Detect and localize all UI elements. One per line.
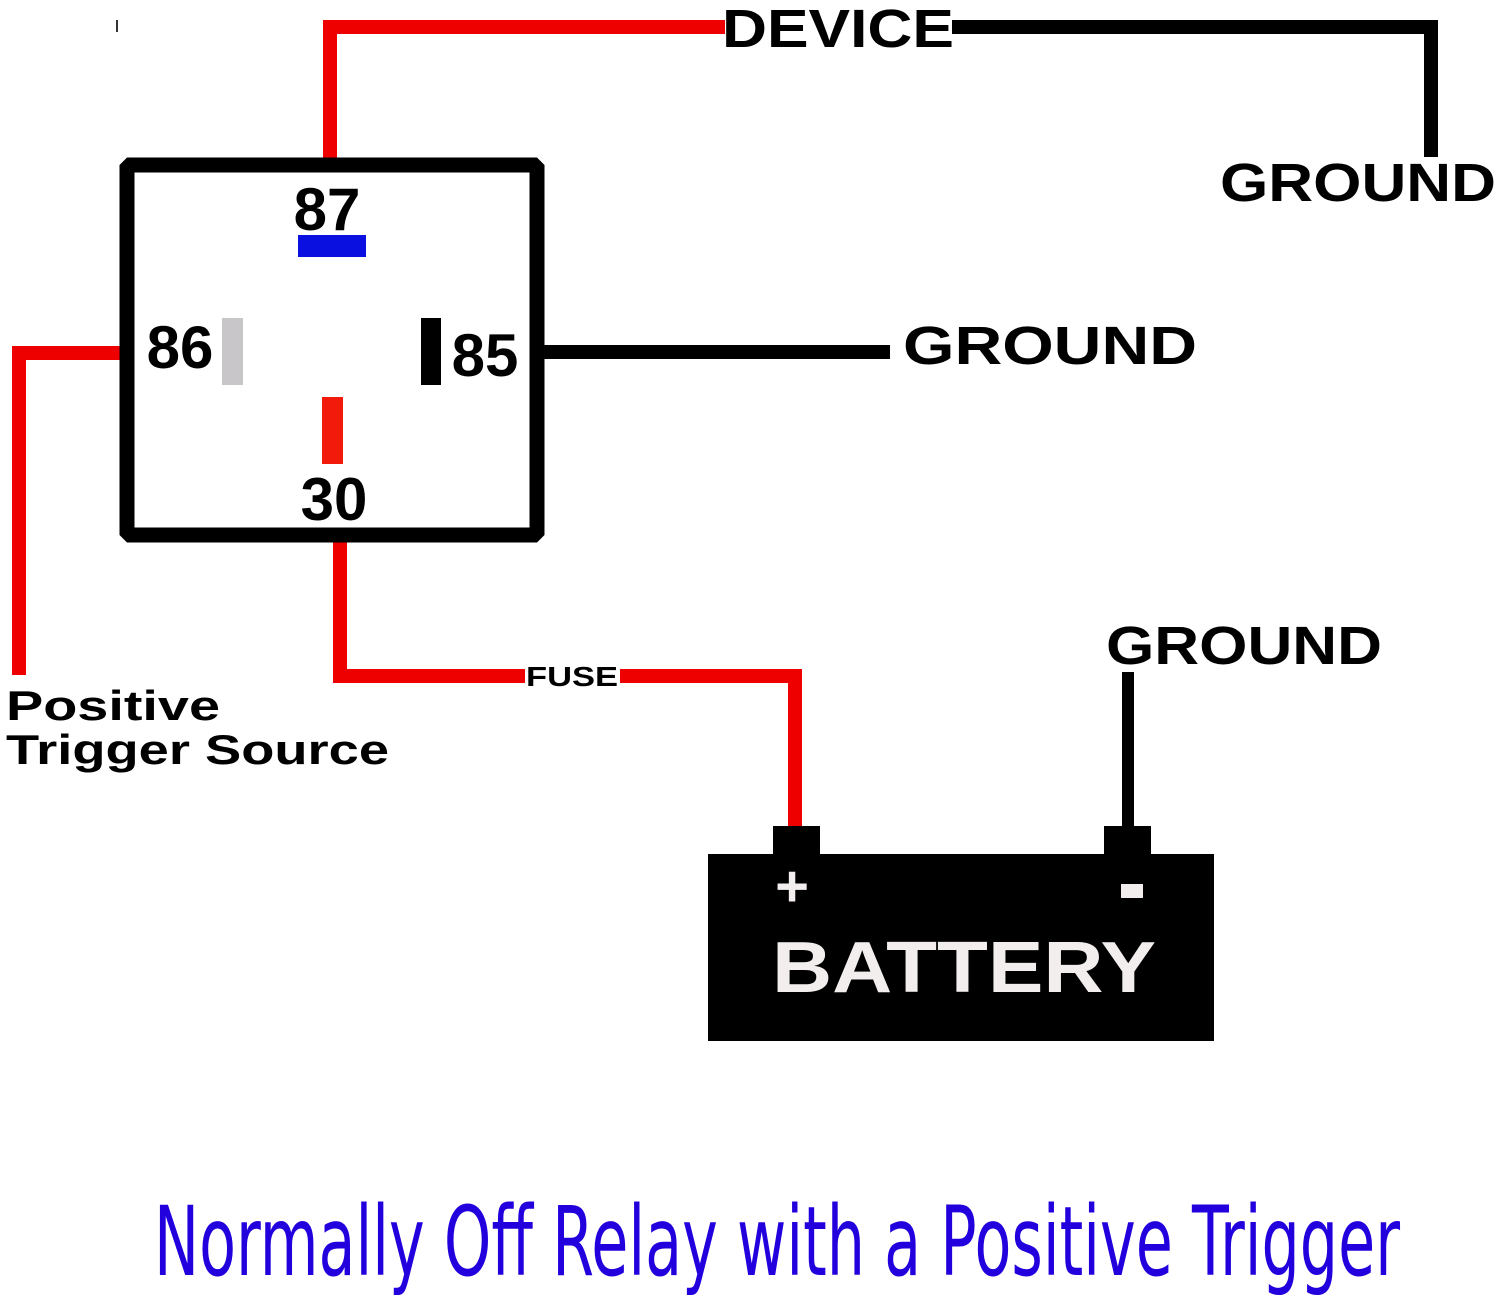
pin-86-contact <box>222 318 243 385</box>
battery-positive-symbol: + <box>775 854 809 919</box>
pin-85-label: 85 <box>452 322 519 389</box>
ground-label-device: GROUND <box>1220 153 1496 213</box>
pin-30-label: 30 <box>301 466 368 533</box>
wire-device-to-ground <box>952 20 1438 157</box>
ground-label-battery: GROUND <box>1106 616 1382 676</box>
device-label: DEVICE <box>722 0 954 59</box>
fuse-label: FUSE <box>526 661 618 692</box>
pin-87-label: 87 <box>294 176 361 243</box>
battery-negative-symbol <box>1121 884 1143 898</box>
trigger-source-label-line2: Trigger Source <box>6 726 389 773</box>
trigger-source-label-line1: Positive <box>6 682 220 729</box>
battery: + BATTERY <box>708 826 1214 1041</box>
ground-label-85: GROUND <box>903 316 1197 376</box>
pin-30-contact <box>322 397 343 464</box>
wire-trigger-to-86 <box>12 346 123 675</box>
diagram-title: Normally Off Relay with a Positive Trigg… <box>154 1186 1400 1297</box>
wire-87-to-device <box>323 20 725 160</box>
battery-negative-terminal <box>1104 826 1151 858</box>
relay-box <box>119 157 545 543</box>
pin-85-contact <box>421 318 441 385</box>
stray-mark <box>116 20 118 32</box>
pin-87-contact <box>298 235 366 257</box>
battery-label: BATTERY <box>772 928 1156 1008</box>
wire-30-to-fuse <box>333 540 525 683</box>
battery-positive-terminal <box>773 826 820 858</box>
pin-86-label: 86 <box>147 314 214 381</box>
wire-fuse-to-battery-positive <box>620 669 802 830</box>
